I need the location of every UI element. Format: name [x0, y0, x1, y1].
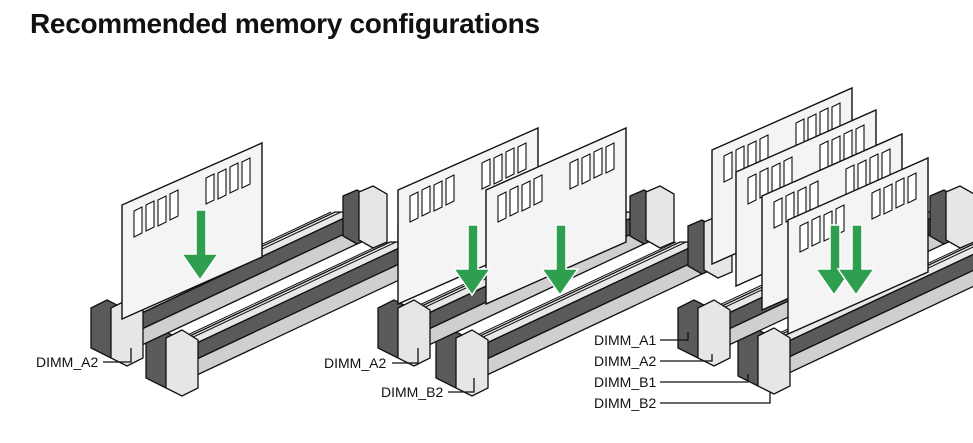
dimm-label: DIMM_A1 [594, 332, 656, 348]
page-title: Recommended memory configurations [30, 8, 540, 39]
config-one-module: DIMM_A2 [36, 142, 443, 397]
config-two-modules: DIMM_A2 DIMM_B2 [324, 127, 733, 400]
dimm-label: DIMM_B1 [594, 374, 656, 390]
dimm-label: DIMM_B2 [594, 395, 656, 411]
dimm-label: DIMM_A2 [594, 353, 656, 369]
dimm-label: DIMM_B2 [381, 384, 443, 400]
dimm-label: DIMM_A2 [36, 354, 98, 370]
config-four-modules: DIMM_A1 DIMM_A2 DIMM_B1 DIMM_B2 [594, 87, 973, 411]
dimm-label: DIMM_A2 [324, 355, 386, 371]
